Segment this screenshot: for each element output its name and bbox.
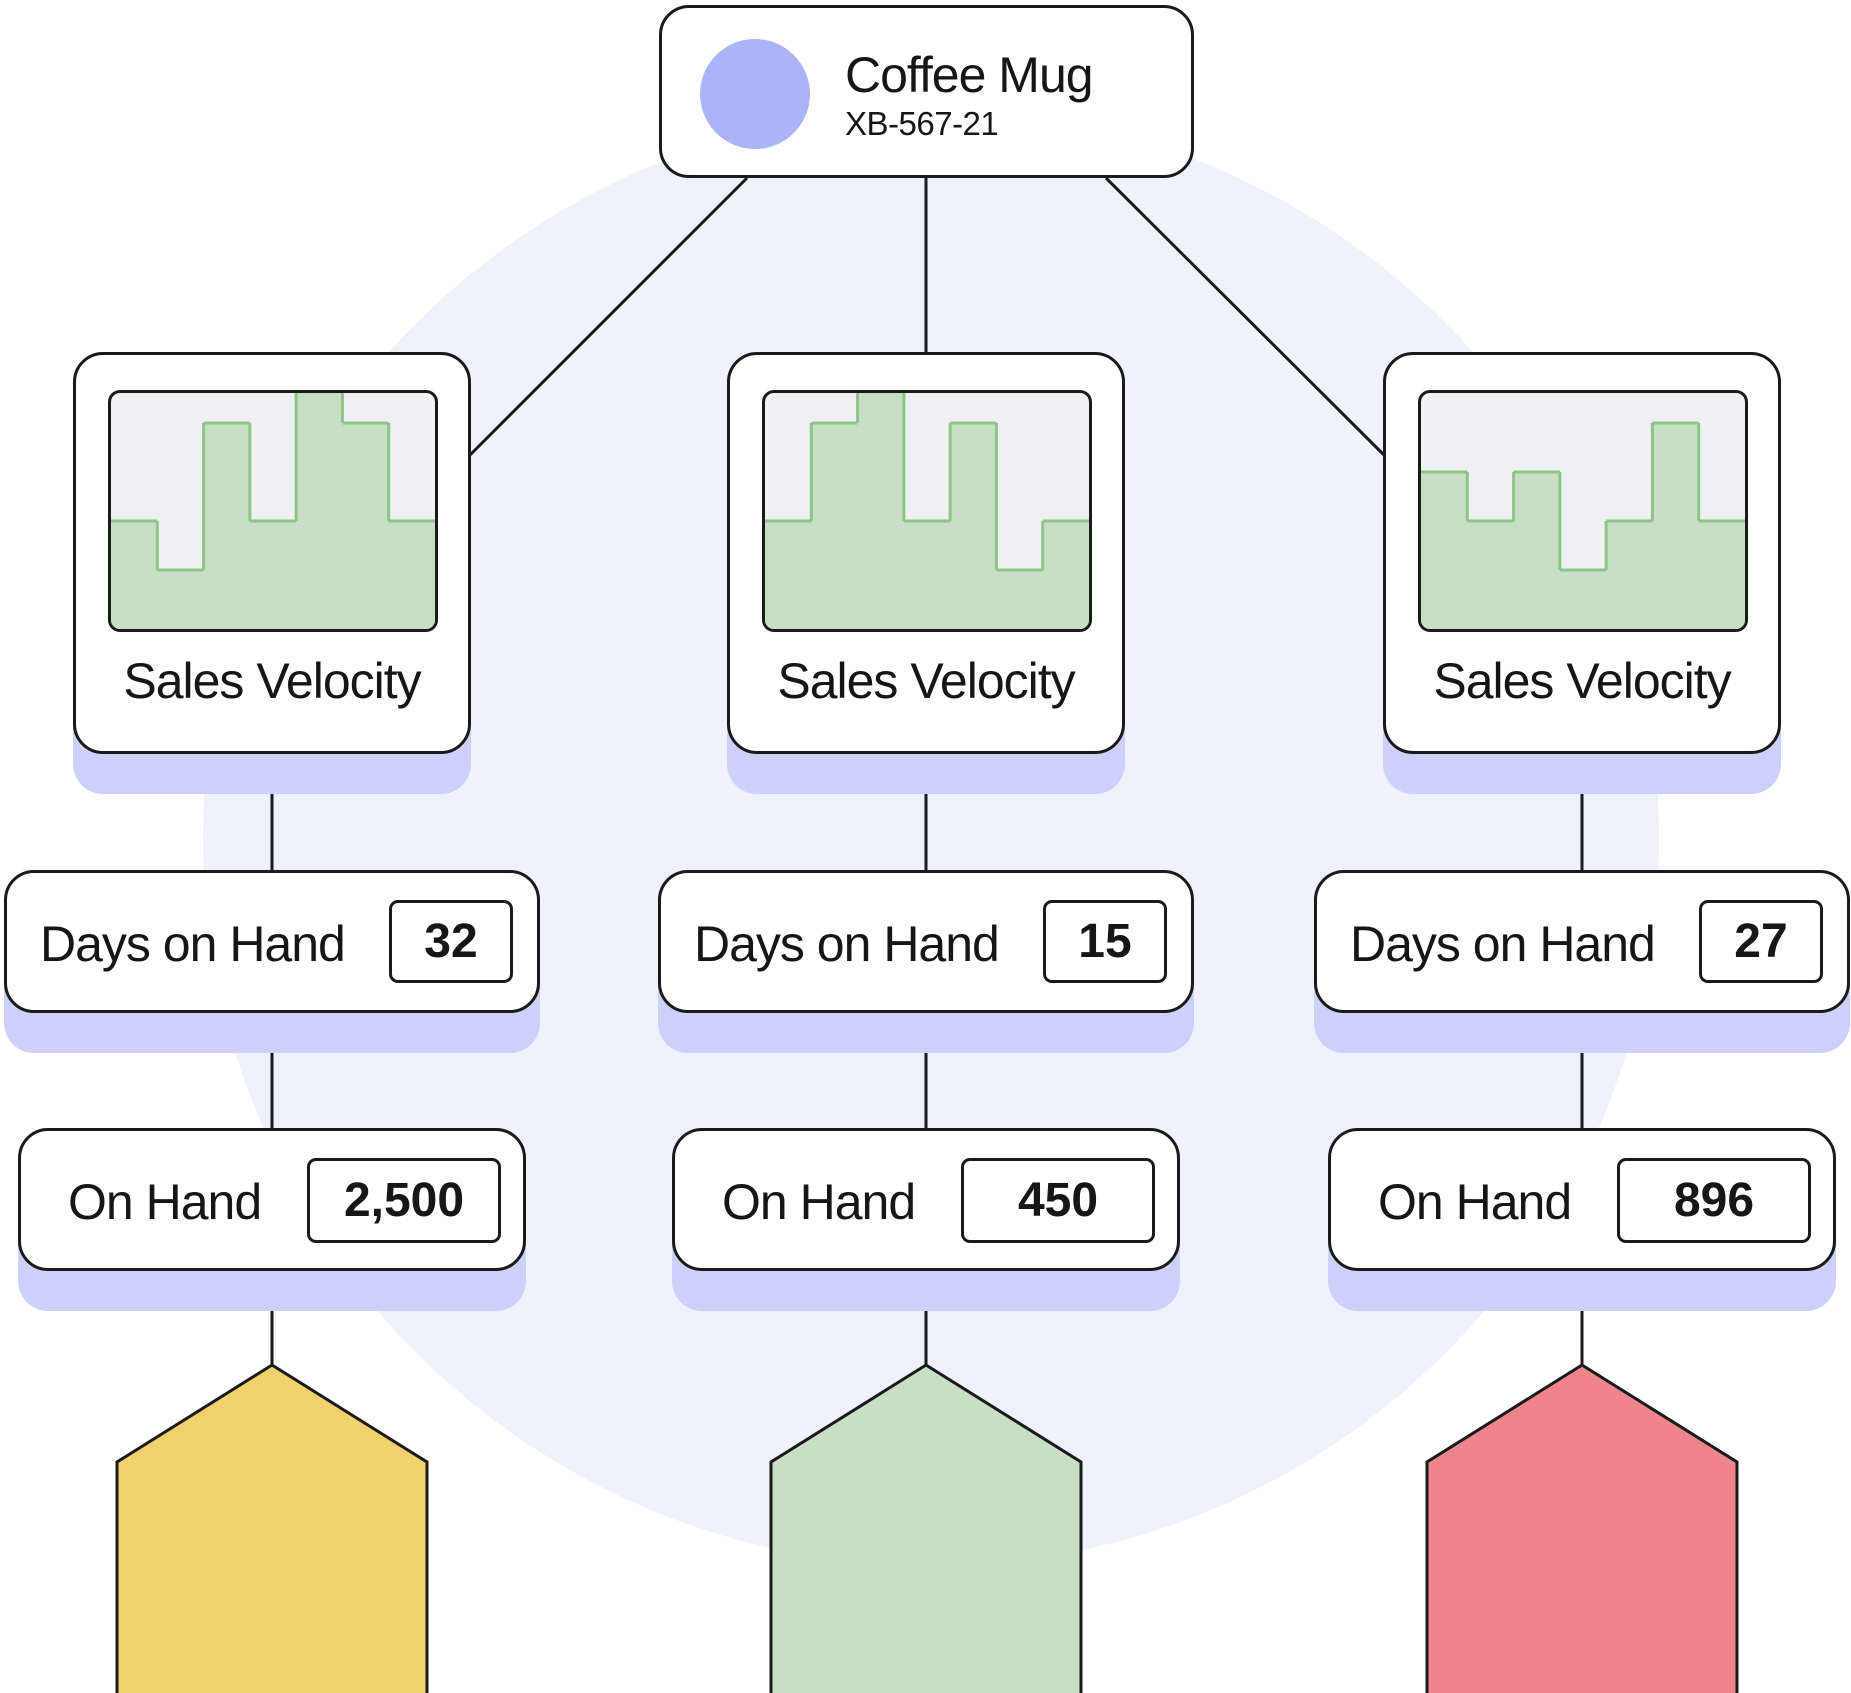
- chart-area: [1421, 423, 1745, 629]
- sales-velocity-card[interactable]: Sales Velocity: [1383, 352, 1781, 754]
- product-name: Coffee Mug: [845, 47, 1094, 103]
- product-card[interactable]: Coffee Mug XB-567-21: [659, 5, 1194, 178]
- sales-velocity-card[interactable]: Sales Velocity: [727, 352, 1125, 754]
- on-hand-value: 896: [1617, 1158, 1811, 1243]
- chart-area: [765, 393, 1089, 629]
- on-hand-label: On Hand: [722, 1174, 916, 1230]
- status-house-shape-icon: [1425, 1363, 1739, 1693]
- on-hand-label: On Hand: [1378, 1174, 1572, 1230]
- status-house-shape-icon: [115, 1363, 429, 1693]
- connector-root-1: [468, 176, 749, 457]
- status-house-shape-icon: [769, 1363, 1083, 1693]
- on-hand-card[interactable]: On Hand 450: [672, 1128, 1180, 1271]
- days-on-hand-value: 32: [389, 900, 513, 983]
- days-on-hand-card[interactable]: Days on Hand 15: [658, 870, 1194, 1013]
- on-hand-value: 450: [961, 1158, 1155, 1243]
- days-on-hand-label: Days on Hand: [694, 916, 1000, 972]
- chart-svg: [1421, 421, 1745, 629]
- chart-svg: [111, 393, 435, 629]
- chart-svg: [765, 393, 1089, 629]
- days-on-hand-value: 15: [1043, 900, 1167, 983]
- days-on-hand-label: Days on Hand: [1350, 916, 1656, 972]
- sales-velocity-label: Sales Velocity: [123, 653, 421, 709]
- days-on-hand-card[interactable]: Days on Hand 27: [1314, 870, 1850, 1013]
- product-sku: XB-567-21: [845, 105, 999, 142]
- on-hand-label: On Hand: [68, 1174, 262, 1230]
- days-on-hand-label: Days on Hand: [40, 916, 346, 972]
- on-hand-value: 2,500: [307, 1158, 501, 1243]
- sales-velocity-chart: [1418, 390, 1748, 632]
- sales-velocity-chart: [108, 390, 438, 632]
- sales-velocity-chart: [762, 390, 1092, 632]
- days-on-hand-value: 27: [1699, 900, 1823, 983]
- product-avatar-icon: [700, 39, 810, 149]
- sales-velocity-card[interactable]: Sales Velocity: [73, 352, 471, 754]
- sales-velocity-label: Sales Velocity: [1433, 653, 1731, 709]
- background-circle: [203, 110, 1659, 1566]
- on-hand-card[interactable]: On Hand 2,500: [18, 1128, 526, 1271]
- on-hand-card[interactable]: On Hand 896: [1328, 1128, 1836, 1271]
- days-on-hand-card[interactable]: Days on Hand 32: [4, 870, 540, 1013]
- sales-velocity-label: Sales Velocity: [777, 653, 1075, 709]
- connector-root-3: [1104, 176, 1386, 457]
- chart-area: [111, 393, 435, 629]
